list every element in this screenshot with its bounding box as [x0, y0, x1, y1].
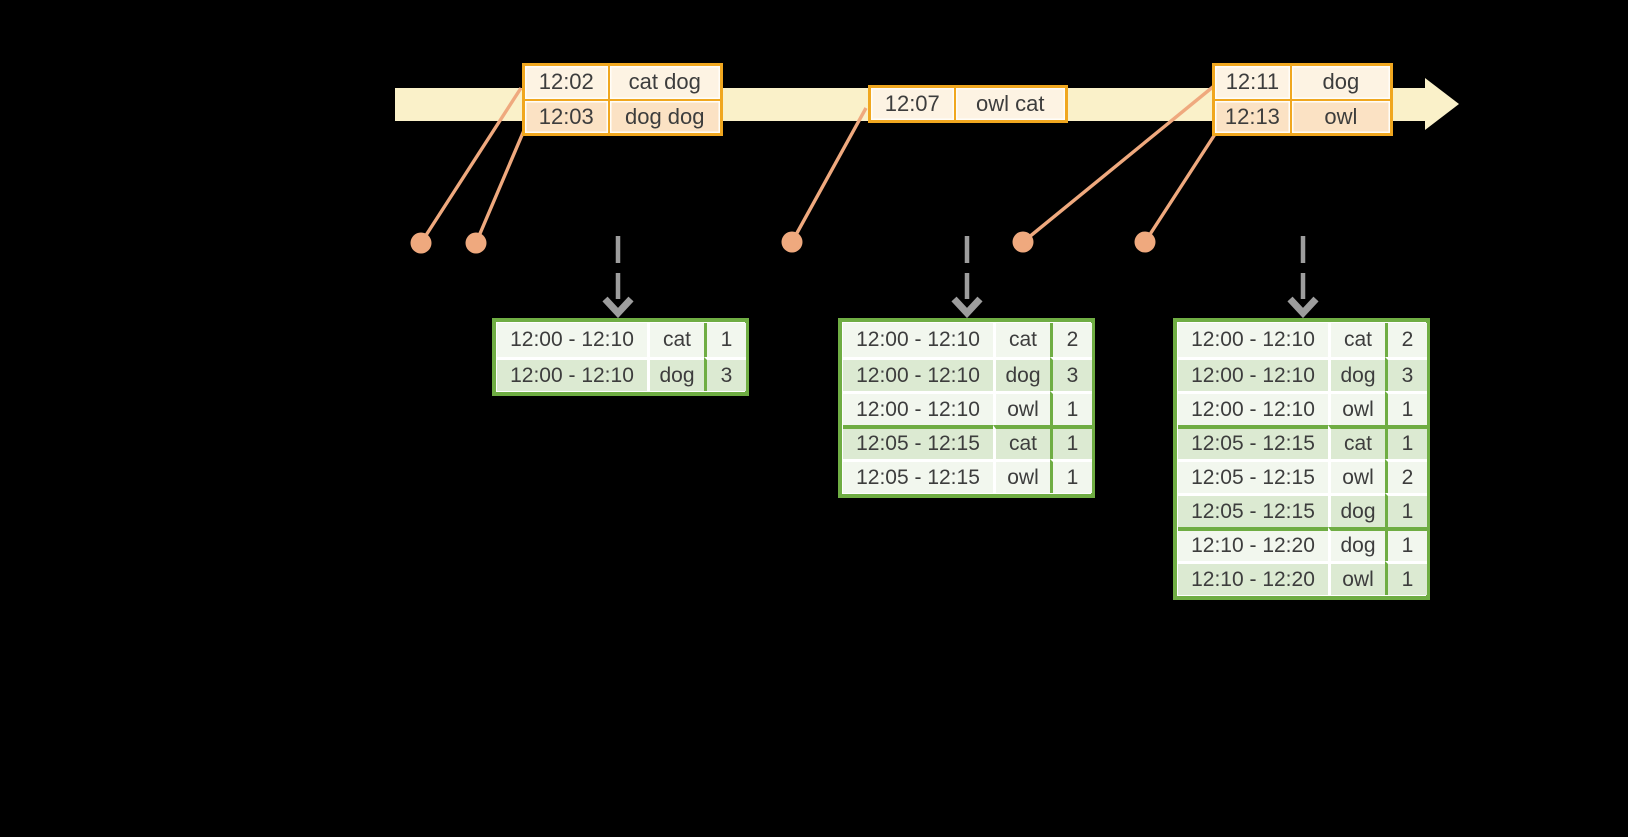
table-cell: 1 — [1385, 425, 1427, 459]
table-cell: 12:00 - 12:10 — [497, 357, 647, 391]
trigger-arrow — [1287, 236, 1319, 319]
table-cell: 12:05 - 12:15 — [1178, 459, 1328, 493]
arrow-down-icon — [951, 296, 983, 319]
table-cell: 12:11 — [1212, 63, 1292, 101]
arrow-down-icon — [602, 296, 634, 319]
table-cell: 12:00 - 12:10 — [497, 323, 647, 357]
table-cell: dog — [647, 357, 704, 391]
table-cell: dog — [993, 357, 1050, 391]
table-cell: 1 — [1050, 391, 1092, 425]
table-cell: 2 — [1385, 323, 1427, 357]
table-cell: 12:07 — [868, 85, 956, 123]
table-cell: 3 — [1050, 357, 1092, 391]
table-cell: 12:00 - 12:10 — [1178, 357, 1328, 391]
table-cell: 2 — [1050, 323, 1092, 357]
event-connector-line — [1143, 127, 1221, 243]
table-cell: 12:00 - 12:10 — [1178, 323, 1328, 357]
table-cell: cat — [1328, 323, 1385, 357]
trigger-arrow — [951, 236, 983, 319]
table-cell: 1 — [1050, 459, 1092, 493]
table-cell: 12:10 - 12:20 — [1178, 561, 1328, 595]
table-cell: 12:02 — [522, 63, 610, 101]
table-cell: 1 — [1050, 425, 1092, 459]
trigger-arrow — [602, 236, 634, 319]
table-cell: 12:00 - 12:10 — [843, 323, 993, 357]
table-cell: 2 — [1385, 459, 1427, 493]
table-cell: cat — [993, 323, 1050, 357]
table-cell: dog — [1328, 493, 1385, 527]
table-cell: 1 — [1385, 561, 1427, 595]
table-cell: dog — [1328, 527, 1385, 561]
table-cell: 1 — [704, 323, 746, 357]
event-connector-line — [474, 127, 527, 244]
event-connector-line — [1021, 84, 1216, 244]
table-cell: 1 — [1385, 493, 1427, 527]
table-cell: 3 — [1385, 357, 1427, 391]
table-cell: owl — [993, 391, 1050, 425]
table-cell: 12:03 — [522, 98, 610, 136]
table-cell: 12:05 - 12:15 — [843, 425, 993, 459]
table-cell: 12:05 - 12:15 — [1178, 493, 1328, 527]
table-cell: cat — [993, 425, 1050, 459]
table-cell: 12:05 - 12:15 — [1178, 425, 1328, 459]
table-cell: owl — [1289, 98, 1393, 136]
table-cell: 12:00 - 12:10 — [1178, 391, 1328, 425]
table-cell: owl cat — [953, 85, 1068, 123]
table-cell: owl — [1328, 391, 1385, 425]
table-cell: dog — [1289, 63, 1393, 101]
event-connector-line — [790, 107, 868, 243]
event-dot — [781, 231, 803, 253]
event-dot — [1012, 231, 1034, 253]
table-cell: cat — [647, 323, 704, 357]
table-cell: owl — [1328, 561, 1385, 595]
table-cell: cat dog — [607, 63, 723, 101]
table-cell: 1 — [1385, 527, 1427, 561]
table-cell: dog dog — [607, 98, 723, 136]
table-cell: owl — [1328, 459, 1385, 493]
table-cell: dog — [1328, 357, 1385, 391]
event-dot — [1134, 231, 1156, 253]
timeline-arrowhead-icon — [1425, 78, 1459, 130]
table-cell: 12:05 - 12:15 — [843, 459, 993, 493]
arrow-down-icon — [1287, 296, 1319, 319]
event-dot — [410, 232, 432, 254]
table-cell: 12:00 - 12:10 — [843, 357, 993, 391]
table-cell: owl — [993, 459, 1050, 493]
table-cell: cat — [1328, 425, 1385, 459]
table-cell: 12:10 - 12:20 — [1178, 527, 1328, 561]
event-connector-line — [419, 87, 523, 244]
table-cell: 12:13 — [1212, 98, 1292, 136]
table-cell: 1 — [1385, 391, 1427, 425]
table-cell: 12:00 - 12:10 — [843, 391, 993, 425]
event-dot — [465, 232, 487, 254]
table-cell: 3 — [704, 357, 746, 391]
